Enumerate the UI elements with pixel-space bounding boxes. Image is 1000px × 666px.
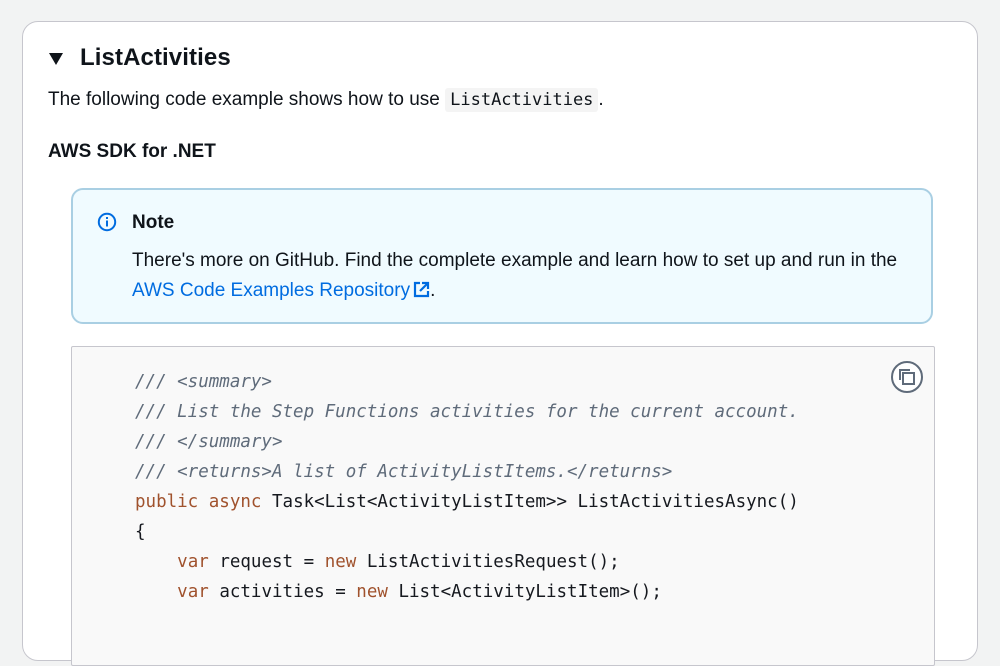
code-example-card: ListActivities The following code exampl… — [22, 21, 978, 666]
code-examples-repository-link[interactable]: AWS Code Examples Repository — [132, 280, 430, 301]
intro-text: The following code example shows how to … — [48, 89, 440, 110]
code-line: /// <returns>A list of ActivityListItems… — [135, 462, 673, 482]
code-content: /// <summary> /// List the Step Function… — [135, 367, 799, 607]
intro-code: ListActivities — [445, 88, 599, 112]
info-icon — [97, 212, 117, 232]
note-title: Note — [132, 212, 175, 233]
note-body-suffix: . — [430, 280, 436, 301]
code-line: { — [135, 522, 146, 542]
code-line: /// <summary> — [135, 372, 272, 392]
external-link-icon[interactable] — [413, 281, 430, 298]
section-title: ListActivities — [80, 44, 231, 71]
note-link-text[interactable]: AWS Code Examples Repository — [132, 280, 411, 301]
note-body: There's more on GitHub. Find the complet… — [132, 246, 922, 306]
copy-code-button[interactable] — [891, 361, 923, 393]
intro-paragraph: The following code example shows how to … — [48, 88, 604, 112]
sdk-heading: AWS SDK for .NET — [48, 141, 216, 162]
copy-icon[interactable] — [898, 368, 916, 386]
note-body-text: There's more on GitHub. Find the complet… — [132, 250, 898, 271]
note-box: Note There's more on GitHub. Find the co… — [71, 188, 933, 324]
code-line: var request = new ListActivitiesRequest(… — [177, 552, 620, 572]
code-line: /// </summary> — [135, 432, 283, 452]
code-line: /// List the Step Functions activities f… — [135, 402, 799, 422]
code-block: /// <summary> /// List the Step Function… — [71, 346, 935, 666]
caret-down-icon[interactable] — [49, 53, 63, 65]
intro-suffix: . — [598, 89, 604, 110]
section-toggle[interactable]: ListActivities — [49, 44, 231, 72]
code-line: public async Task<List<ActivityListItem>… — [135, 492, 799, 512]
code-line: var activities = new List<ActivityListIt… — [177, 582, 662, 602]
